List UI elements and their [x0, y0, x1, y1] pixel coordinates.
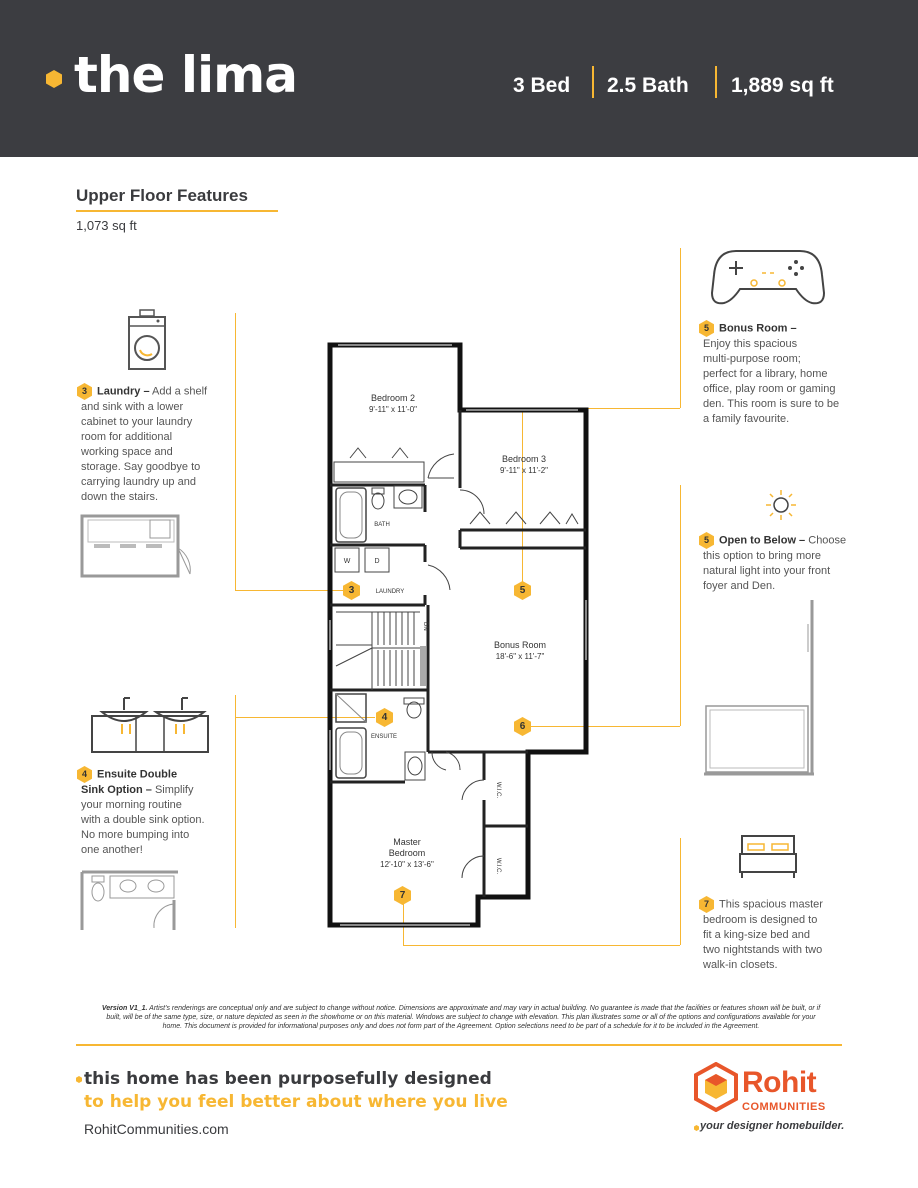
callout-line-ensuite-h	[235, 717, 375, 718]
label-laundry: LAUNDRY	[376, 589, 405, 595]
section-area: 1,073 sq ft	[76, 218, 137, 233]
open-to-below-sketch	[704, 600, 814, 776]
callout-line-bonus-drop	[522, 408, 523, 584]
washer-icon	[128, 309, 166, 370]
footer-divider	[76, 1044, 842, 1046]
label-wic-1: W.I.C.	[495, 782, 501, 799]
brand-sub: COMMUNITIES	[742, 1101, 826, 1113]
website-link[interactable]: RohitCommunities.com	[84, 1121, 229, 1137]
plan-badge-7: 7	[394, 886, 411, 905]
badge-4: 4	[77, 766, 92, 783]
section-underline	[76, 210, 278, 212]
plan-badge-4: 4	[376, 708, 393, 727]
callout-line-laundry-v	[235, 313, 236, 590]
brand-tagline: your designer homebuilder.	[700, 1120, 845, 1132]
label-bedroom2: Bedroom 2	[371, 393, 415, 403]
tagline-line2: to help you feel better about where you …	[84, 1092, 508, 1112]
rohit-logo-icon	[694, 1062, 738, 1112]
spec-divider	[715, 66, 717, 98]
header-bar: the lima 3 Bed 2.5 Bath 1,889 sq ft	[0, 0, 918, 157]
label-ensuite: ENSUITE	[371, 734, 397, 740]
label-master-2: Bedroom	[389, 848, 426, 858]
label-stair-down: DN	[422, 622, 428, 631]
area-total: 1,889 sq ft	[731, 74, 834, 97]
callout-line-bonus-h	[522, 408, 680, 409]
dims-bedroom2: 9'-11" x 11'-0"	[369, 405, 417, 414]
label-bedroom3: Bedroom 3	[502, 454, 546, 464]
disclaimer: Version V1_1. Artist's renderings are co…	[101, 1005, 821, 1030]
callout-line-ensuite-v	[235, 695, 236, 928]
label-master-1: Master	[393, 837, 421, 847]
beds-count: 3 Bed	[513, 74, 571, 97]
badge-5: 5	[699, 532, 714, 549]
hex-bullet-icon	[694, 1125, 699, 1131]
dims-bedroom3: 9'-11" x 11'-2"	[500, 466, 548, 475]
callout-line-master-h	[403, 945, 680, 946]
dims-bonus-room: 18'-6" x 11'-7"	[496, 652, 545, 661]
brand-name: Rohit	[742, 1066, 817, 1099]
callout-line-master-v	[680, 838, 681, 945]
floor-plan: Bedroom 2 9'-11" x 11'-0" Bedroom 3 9'-1…	[327, 342, 589, 928]
label-bath: BATH	[374, 522, 390, 528]
badge-3: 3	[77, 383, 92, 400]
ensuite-option-sketch	[80, 870, 178, 930]
plan-badge-3: 3	[343, 581, 360, 600]
baths-count: 2.5 Bath	[607, 74, 689, 97]
badge-5: 5	[699, 320, 714, 337]
label-dryer: D	[374, 558, 379, 565]
hex-bullet-icon	[76, 1076, 82, 1083]
plan-badge-6: 6	[514, 717, 531, 736]
callout-line-bonus-v	[680, 248, 681, 408]
sun-icon	[766, 490, 796, 520]
label-bonus-room: Bonus Room	[494, 640, 546, 650]
dims-master: 12'-10" x 13'-6"	[380, 860, 434, 869]
hex-bullet-icon	[46, 70, 62, 88]
laundry-option-sketch	[80, 514, 191, 578]
label-wic-2: W.I.C.	[495, 858, 501, 875]
label-washer: W	[344, 558, 351, 565]
callout-line-open-h	[530, 726, 680, 727]
double-vanity-icon	[91, 697, 209, 753]
plan-badge-5: 5	[514, 581, 531, 600]
tagline-line1: this home has been purposefully designed	[84, 1069, 492, 1089]
page-title: the lima	[74, 46, 298, 104]
bed-icon	[739, 835, 797, 878]
spec-divider	[592, 66, 594, 98]
callout-line-open-v	[680, 485, 681, 726]
section-title: Upper Floor Features	[76, 186, 248, 205]
callout-line-laundry-h	[235, 590, 345, 591]
badge-7: 7	[699, 896, 714, 913]
game-controller-icon	[710, 250, 826, 305]
